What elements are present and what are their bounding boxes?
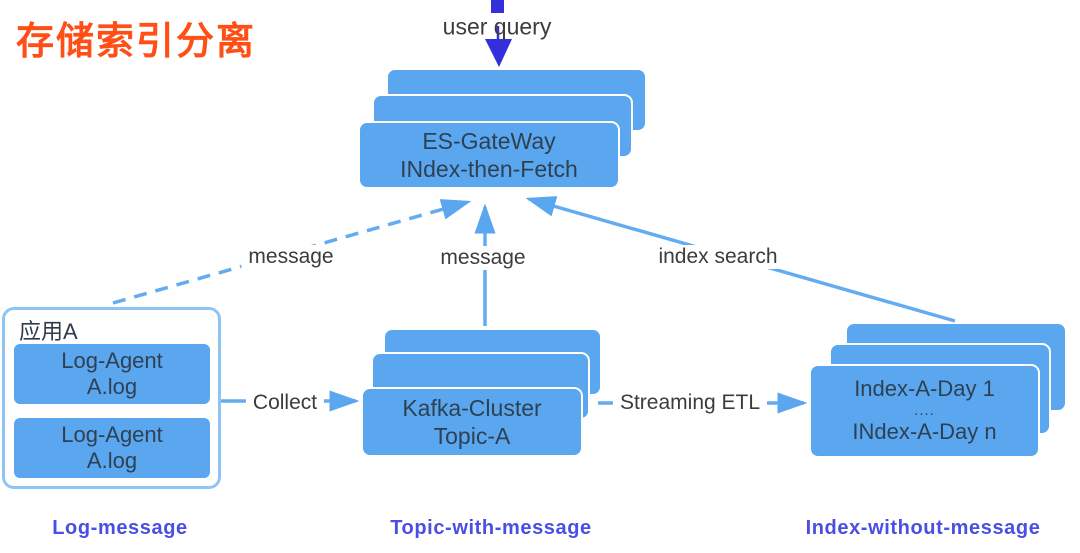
application-a-label: 应用A [19, 319, 78, 344]
log-agent-1-line-1: Log-Agent [61, 347, 163, 373]
streaming-etl-label: Streaming ETL [612, 391, 768, 415]
collect-label: Collect [245, 391, 325, 415]
index-line-dots: .... [914, 401, 935, 419]
kafka-line-2: Topic-A [433, 423, 511, 449]
index-line-2: INdex-A-Day n [852, 419, 997, 445]
message-left-label: message [241, 245, 341, 269]
log-agent-box-1: Log-Agent A.log [14, 344, 210, 404]
user-query-label: user query [442, 13, 552, 40]
footer-topic-with-message-label: Topic-with-message [390, 517, 592, 539]
footer-index-without-message-label: Index-without-message [805, 517, 1041, 539]
page-title: 存储索引分离 [16, 21, 257, 63]
kafka-line-1: Kafka-Cluster [402, 394, 542, 421]
application-a-container: 应用A Log-Agent A.log Log-Agent A.log [2, 307, 221, 489]
index-search-label: index search [651, 245, 785, 269]
message-center-label: message [433, 246, 533, 270]
gateway-line-1: ES-GateWay [422, 127, 556, 154]
footer-log-message-label: Log-message [52, 517, 188, 539]
gateway-line-2: INdex-then-Fetch [400, 156, 578, 182]
index-line-1: Index-A-Day 1 [854, 375, 995, 401]
log-agent-1-line-2: A.log [86, 374, 138, 399]
index-stack-box-front: Index-A-Day 1 .... INdex-A-Day n [809, 364, 1040, 458]
gateway-stack-box-front: ES-GateWay INdex-then-Fetch [358, 121, 620, 189]
kafka-stack-box-front: Kafka-Cluster Topic-A [361, 387, 583, 457]
log-agent-box-2: Log-Agent A.log [14, 418, 210, 478]
log-agent-2-line-2: A.log [86, 448, 138, 473]
log-agent-2-line-1: Log-Agent [61, 421, 163, 447]
